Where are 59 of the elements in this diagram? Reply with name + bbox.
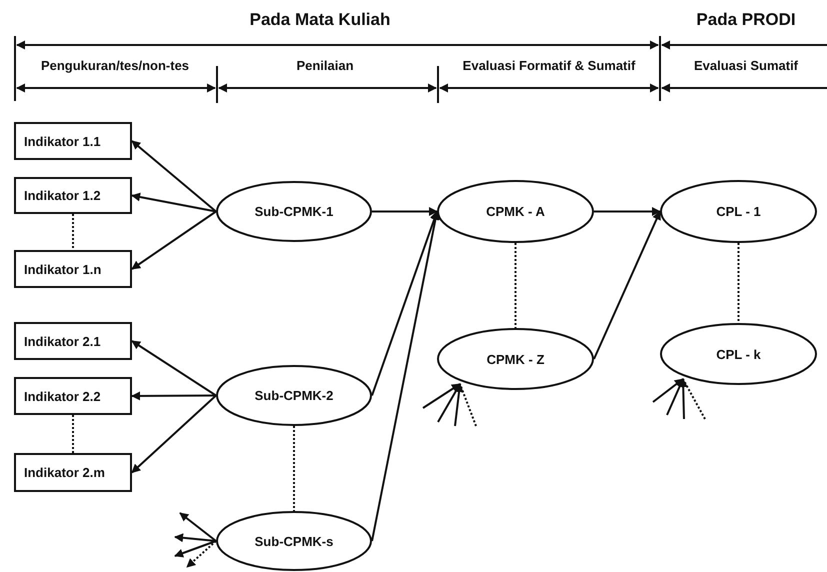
arrow (454, 383, 464, 426)
indicator-box (14, 377, 132, 415)
phase-label: Penilaian (296, 58, 354, 73)
node-label: Indikator 2.1 (24, 334, 101, 348)
node-label: CPMK - A (486, 204, 545, 219)
indicator-box (14, 322, 132, 360)
node-label: Sub-CPMK-1 (254, 204, 334, 219)
arrow (422, 383, 461, 409)
ellipse-node (660, 180, 817, 243)
ellipse-node (437, 328, 594, 390)
dotted-line (459, 384, 477, 426)
arrow (131, 340, 217, 396)
indicator-box (14, 250, 132, 288)
arrow (174, 533, 216, 542)
arrow (678, 378, 688, 420)
node-label: Indikator 1.1 (24, 134, 101, 148)
arrow (179, 512, 217, 542)
arrow (437, 383, 461, 422)
dotted-line (293, 426, 295, 511)
dotted-line (186, 540, 217, 568)
arrow (371, 210, 439, 396)
arrow (131, 394, 217, 474)
node-label: Sub-CPMK-s (254, 534, 334, 548)
phase-label: Evaluasi Formatif & Sumatif (462, 58, 636, 73)
arrow (131, 391, 216, 400)
node-label: CPL - 1 (716, 204, 761, 219)
section-heading: Pada PRODI (696, 10, 796, 30)
section-heading: Pada Mata Kuliah (250, 10, 390, 30)
arrow (593, 210, 661, 360)
dotted-line (72, 415, 74, 453)
ellipse-node (216, 365, 372, 426)
arrow (174, 540, 216, 558)
arrow (652, 378, 684, 403)
dotted-line (738, 243, 740, 323)
node-label: Indikator 2.2 (24, 388, 101, 404)
node-label: CPL - k (716, 346, 761, 362)
arrow (594, 207, 661, 216)
node-label: Indikator 1.2 (24, 188, 101, 203)
ellipse-node (437, 180, 594, 243)
node-label: Indikator 1.n (24, 262, 102, 276)
indicator-box (14, 122, 132, 160)
node-label: Indikator 2.m (24, 465, 105, 480)
arrow (372, 207, 438, 216)
dotted-line (72, 214, 74, 250)
indicator-box (14, 177, 132, 214)
node-label: CPMK - Z (486, 352, 544, 366)
node-label: Sub-CPMK-2 (254, 388, 334, 403)
dotted-line (514, 243, 516, 328)
ellipse-node (660, 323, 817, 385)
ellipse-node (216, 511, 372, 571)
arrow (131, 192, 216, 212)
ellipse-node (216, 181, 372, 242)
phase-label: Evaluasi Sumatif (694, 58, 798, 73)
arrow (666, 378, 684, 416)
indicator-box (14, 453, 132, 492)
dotted-line (682, 378, 706, 420)
phase-label: Pengukuran/tes/non-tes (40, 58, 190, 73)
arrow (131, 210, 217, 270)
arrow (131, 140, 217, 212)
